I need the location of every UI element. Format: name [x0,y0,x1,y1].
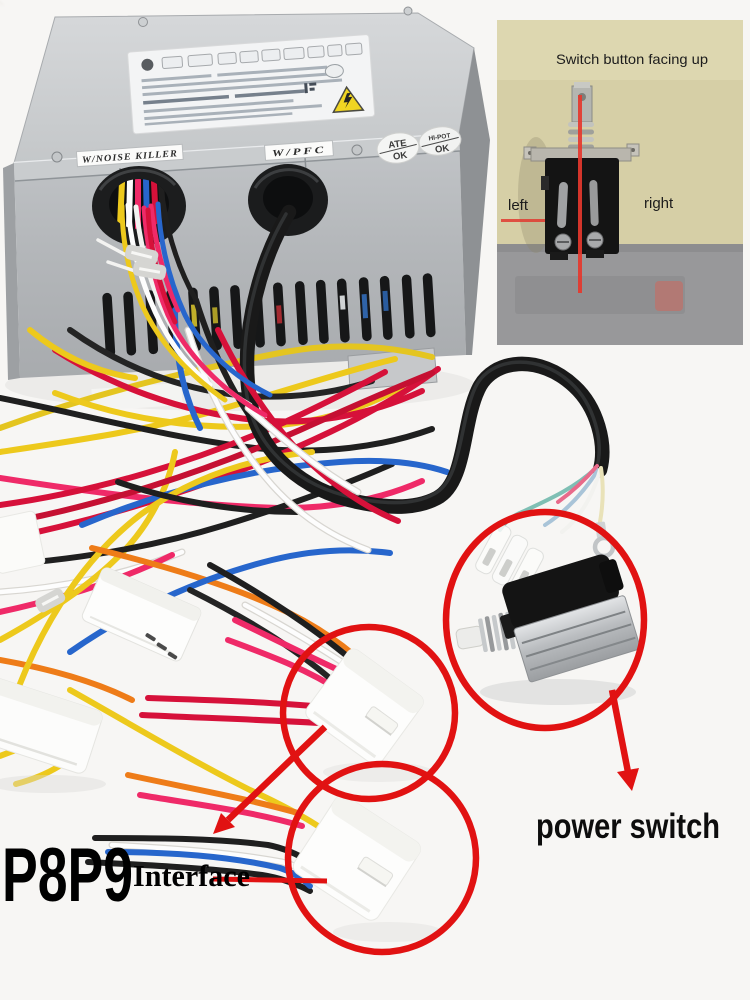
inset-blur-band [515,276,685,314]
pfc-text: W/PFC [272,146,327,160]
screw-icon [138,17,148,27]
arrow-head-icon [617,768,639,791]
p8p9-label: P8P9 [2,833,133,918]
inset-foot [586,250,604,258]
fcc-mark [304,82,317,94]
interface-pointer-line [212,876,328,884]
psu-right-face [459,48,490,355]
psu-left-edge [3,163,20,380]
screw-icon [351,144,363,156]
inset-center-line [578,95,582,293]
round-cert-logo [324,64,344,79]
p8p9-lower-circle [284,760,480,956]
wire-tangle-front [35,199,401,894]
molex-shadow [0,775,106,793]
high-voltage-warning-icon [332,85,365,114]
inset-left-label: left [508,197,529,214]
annotations [212,508,648,956]
inset-photo: Switch button facing up left right [497,20,743,345]
pfc-sticker: W/PFC [263,140,334,161]
p8p9-upper-circle [279,623,459,803]
power-switch-body [499,554,641,683]
interface-label: Interface [133,858,250,893]
switch-shadow [480,679,636,705]
hipot-text-top: HI-POT [428,133,451,143]
screw-icon [51,151,63,163]
inset-shaft-cap [574,82,590,88]
p8p9-arrow [213,724,328,834]
noise-killer-sticker: W/NOISE KILLER [75,143,184,168]
label-text-lines [141,65,343,126]
molex-fragment-left [0,510,46,574]
molex-connector-center [81,567,202,662]
molex-connector-left-edge [0,677,103,774]
inset-caption: Switch button facing up [556,51,708,67]
inset-blur-red [655,281,683,311]
psu-vent-slots [102,273,436,357]
hipot-text-bottom: OK [434,143,450,156]
inset-left-underline [501,219,545,222]
cable-grommet-right [248,164,328,236]
callout-texts: power switch P8P9 Interface [2,807,720,918]
inset-desk-edge [497,244,743,252]
connector-shadow [333,922,443,942]
psu-spec-label [127,34,376,135]
power-switch-assembly [455,464,641,705]
p8p9-connector-upper [305,648,424,766]
power-switch-label: power switch [536,807,720,846]
power-switch-arrow [608,689,639,791]
inset-ear-hole [631,148,635,152]
zip-ties [35,238,167,613]
inset-right-label: right [644,195,674,212]
p8p9-connector-lower [292,794,421,921]
ate-text-top: ATE [388,138,408,151]
inset-foot [550,252,568,260]
screw-icon [403,6,413,16]
inset-terminal-right [589,180,599,226]
ate-ok-sticker: ATE OK [376,132,420,164]
inset-wall-light [497,20,743,80]
ate-text-bottom: OK [392,150,408,163]
arrow-head-icon [213,813,235,834]
inset-body-tab [541,176,549,190]
power-switch-circle [442,508,648,732]
hipot-ok-sticker: HI-POT OK [418,126,462,156]
inset-terminal-left [557,182,568,229]
